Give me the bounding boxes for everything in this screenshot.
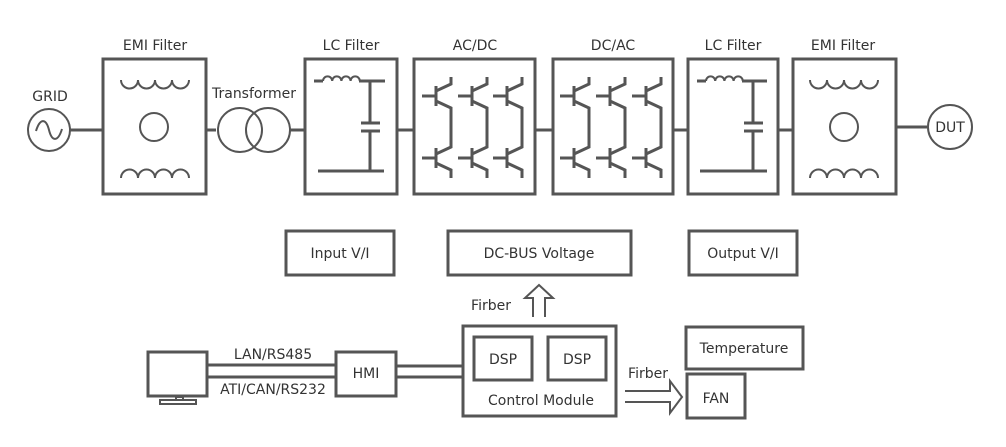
input-vi-box: Input V/I <box>284 229 396 277</box>
dsp-box-2 <box>546 335 608 382</box>
temperature-box: Temperature <box>684 325 805 371</box>
dsp-1-label: DSP <box>489 352 517 368</box>
igbt-bridge-icon <box>422 77 524 178</box>
core-icon <box>829 112 859 142</box>
dut: DUT <box>927 104 973 150</box>
coil-icon <box>809 168 879 179</box>
igbt-leg-icon <box>596 77 627 178</box>
output-vi-box: Output V/I <box>687 229 799 277</box>
transformer: Transformer <box>211 86 296 153</box>
monitor-icon <box>146 350 209 405</box>
transformer-icon <box>217 107 291 153</box>
emi-filter-input-label: EMI Filter <box>123 38 187 54</box>
input-vi-label: Input V/I <box>310 246 369 262</box>
coil-icon <box>120 168 190 179</box>
hmi-box: HMI <box>334 350 398 398</box>
emi-filter-input: EMI Filter <box>101 38 208 196</box>
grid-source: GRID <box>27 89 71 152</box>
emi-filter-output: EMI Filter <box>791 38 898 196</box>
lc-filter-input-label: LC Filter <box>323 38 380 54</box>
temperature-label: Temperature <box>699 341 789 357</box>
lc-circuit-icon <box>697 75 767 173</box>
ac-dc-converter: AC/DC <box>412 38 537 196</box>
fiber-right-arrow-icon <box>625 378 684 416</box>
fiber-right-label: Firber <box>628 366 668 382</box>
output-vi-label: Output V/I <box>707 246 779 262</box>
ac-dc-label: AC/DC <box>453 38 498 54</box>
lc-filter-output: LC Filter <box>686 38 780 196</box>
lc-filter-input-box <box>303 57 399 196</box>
dc-ac-box <box>551 57 675 196</box>
fan-label: FAN <box>703 391 730 407</box>
dut-label: DUT <box>935 120 965 136</box>
igbt-leg-icon <box>458 77 489 178</box>
fiber-up-label: Firber <box>471 298 511 314</box>
dc-bus-voltage-label: DC-BUS Voltage <box>484 246 595 262</box>
coil-icon <box>809 79 879 90</box>
dsp-2-label: DSP <box>563 352 591 368</box>
dc-ac-label: DC/AC <box>591 38 636 54</box>
ac-source-icon <box>27 108 71 152</box>
igbt-bridge-icon <box>560 77 663 178</box>
lc-filter-output-label: LC Filter <box>705 38 762 54</box>
ac-dc-box <box>412 57 537 196</box>
igbt-leg-icon <box>632 77 663 178</box>
igbt-leg-icon <box>493 77 524 178</box>
control-module: DSP DSP Control Module <box>461 324 618 418</box>
fan-box: FAN <box>685 372 747 420</box>
link-bottom-label: ATI/CAN/RS232 <box>220 382 326 398</box>
lc-filter-output-box <box>686 57 780 196</box>
dut-circle <box>927 104 973 150</box>
dsp-box-1 <box>472 335 534 382</box>
lc-circuit-icon <box>314 75 385 173</box>
igbt-leg-icon <box>560 77 591 178</box>
core-icon <box>139 112 169 142</box>
coil-icon <box>120 79 190 90</box>
control-module-label: Control Module <box>488 393 594 409</box>
link-top-label: LAN/RS485 <box>234 347 312 363</box>
emi-filter-input-box <box>101 57 208 196</box>
transformer-label: Transformer <box>211 86 296 102</box>
fiber-up-arrow-icon <box>522 283 556 317</box>
dc-bus-voltage-box: DC-BUS Voltage <box>446 229 633 277</box>
igbt-leg-icon <box>422 77 453 178</box>
dc-ac-inverter: DC/AC <box>551 38 675 196</box>
emi-filter-output-label: EMI Filter <box>811 38 875 54</box>
lc-filter-input: LC Filter <box>303 38 399 196</box>
grid-label: GRID <box>32 89 68 105</box>
hmi-label: HMI <box>353 366 380 382</box>
